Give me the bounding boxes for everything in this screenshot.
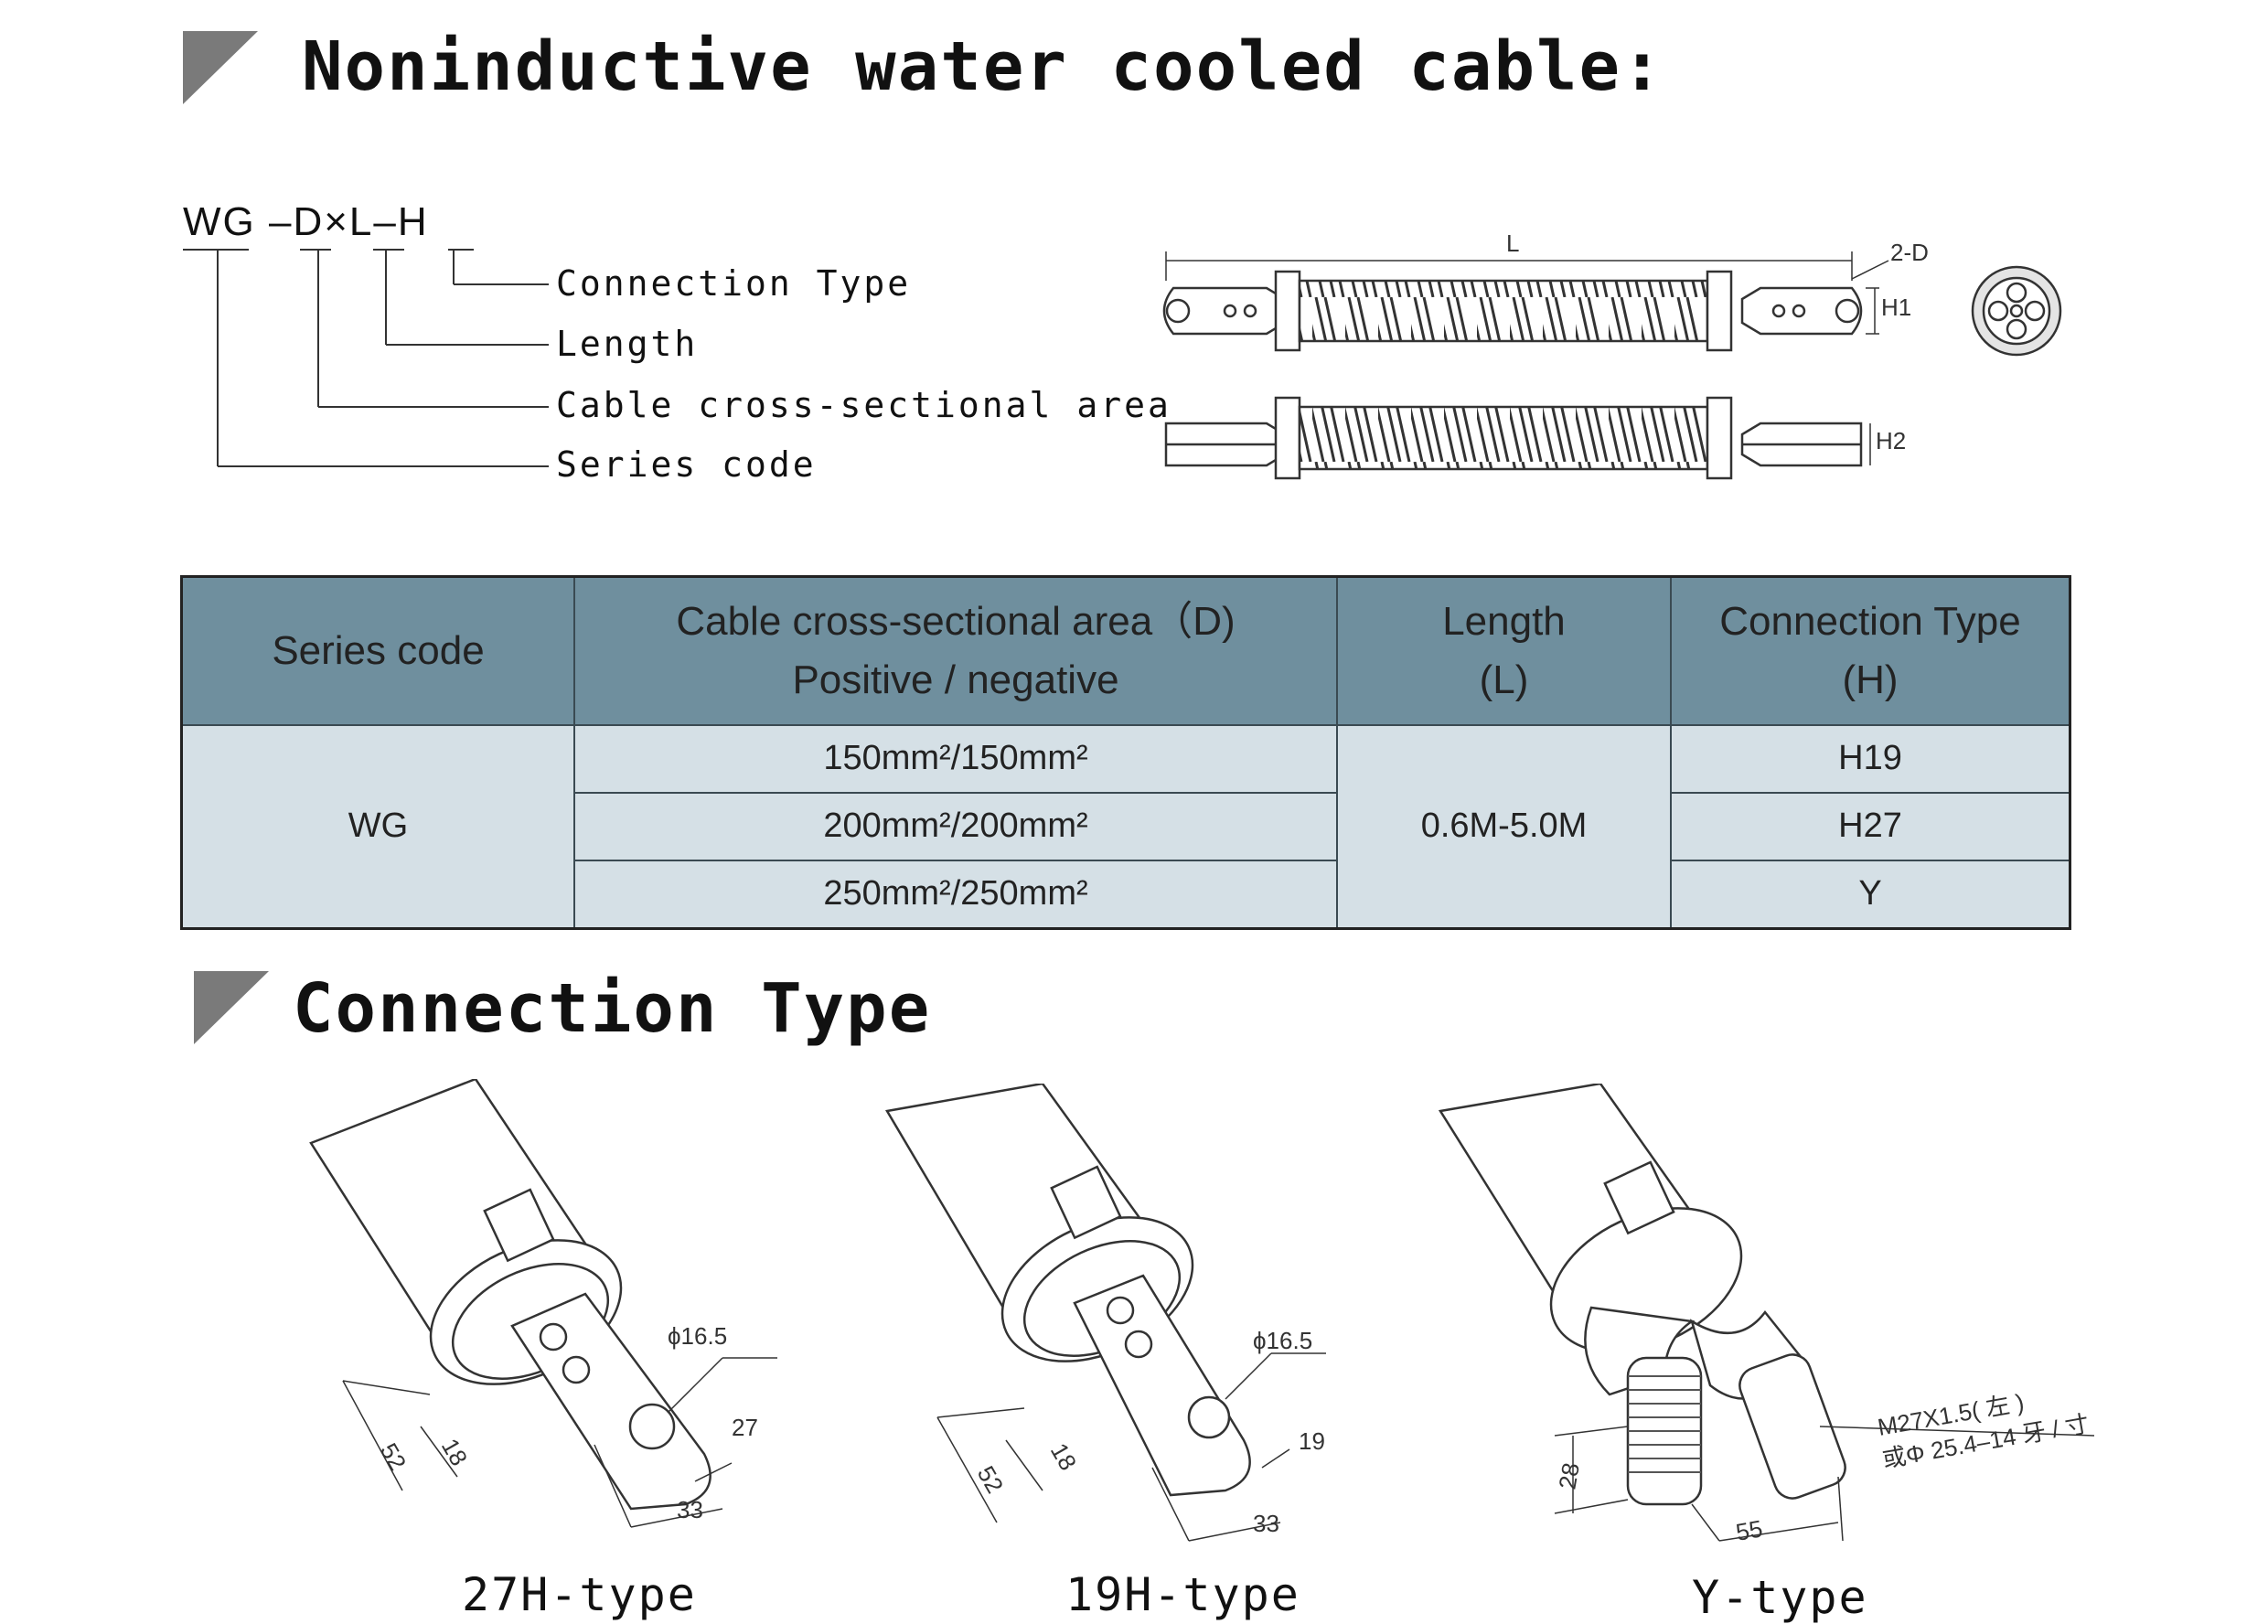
label-phi: ϕ16.5 (1253, 1327, 1312, 1354)
model-code-formula: WG –D×L–H (183, 199, 429, 244)
cell-type: H19 (1670, 723, 2071, 794)
table-row: 200mm²/200mm² H27 (182, 791, 2071, 861)
caption-19h: 19H-type (1065, 1568, 1300, 1621)
dim-H2-label: H2 (1876, 427, 1906, 454)
label-28: 28 (1553, 1460, 1585, 1491)
legend-connection-type: Connection Type (556, 263, 912, 304)
header-connection-type: Connection Type(H) (1670, 575, 2071, 726)
legend-series-code: Series code (556, 444, 817, 485)
label-18: 18 (1045, 1438, 1082, 1475)
cell-area: 150mm²/150mm² (573, 723, 1338, 794)
section-marker-icon (183, 31, 258, 104)
legend-cross-section: Cable cross-sectional area (556, 385, 1171, 425)
label-33: 33 (1253, 1510, 1279, 1537)
cell-series: WG (180, 723, 575, 929)
spec-table: Series code Cable cross-sectional area（D… (180, 575, 2071, 930)
section-title-connection: Connection Type (293, 969, 932, 1048)
label-18: 18 (436, 1434, 473, 1470)
table-row: 250mm²/250mm² Y (182, 859, 2071, 929)
dim-2D-label: 2-D (1890, 239, 1929, 266)
label-27: 27 (732, 1414, 758, 1441)
header-cross-section: Cable cross-sectional area（D)Positive / … (573, 575, 1338, 726)
cell-length: 0.6M-5.0M (1336, 723, 1672, 929)
legend-length: Length (556, 324, 699, 364)
connector-27h-drawing: ϕ16.5 52 18 27 33 (309, 1079, 777, 1528)
table-header-row: Series code Cable cross-sectional area（D… (180, 575, 2071, 726)
section-title-cable: Noninductive water cooled cable: (302, 27, 1664, 106)
header-length: Length(L) (1336, 575, 1672, 726)
cell-type: H27 (1670, 791, 2071, 861)
caption-y: Y-type (1692, 1571, 1868, 1624)
cell-type: Y (1670, 859, 2071, 929)
label-52: 52 (375, 1438, 412, 1475)
cable-drawing: L 2-D H1 H2 (1162, 230, 2062, 480)
label-phi: ϕ16.5 (668, 1322, 727, 1350)
table-row: WG 150mm²/150mm² 0.6M-5.0M H19 (180, 723, 2071, 929)
label-33: 33 (677, 1496, 703, 1523)
label-19: 19 (1299, 1427, 1325, 1455)
cell-area: 250mm²/250mm² (573, 859, 1338, 929)
model-code-leader-lines (183, 249, 549, 467)
label-52: 52 (972, 1461, 1009, 1498)
dim-H1-label: H1 (1881, 294, 1911, 321)
label-55: 55 (1734, 1514, 1765, 1546)
connector-19h-drawing: ϕ16.5 52 18 19 33 (885, 1084, 1326, 1542)
cell-area: 200mm²/200mm² (573, 791, 1338, 861)
caption-27h: 27H-type (462, 1568, 697, 1621)
header-series-code: Series code (180, 575, 575, 726)
dim-L-label: L (1506, 230, 1519, 257)
connector-y-drawing: 28 55 M27X1.5( 左 ) 或Φ 25.4–14 牙 / 寸 (1438, 1084, 2095, 1546)
section-marker-icon (194, 971, 269, 1044)
